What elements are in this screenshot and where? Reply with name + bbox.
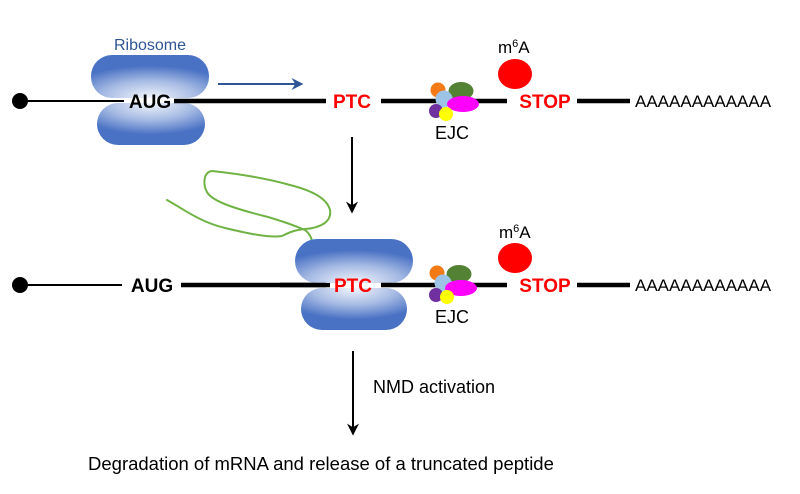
m6a-mark-icon [498,243,532,273]
m6a-label: m6A [498,38,530,57]
ribosome-icon [295,239,413,330]
top-mrna: Ribosome AUG PTC EJC m6A STOP AAAAAAAAAA… [12,37,772,145]
poly-a-tail-label: AAAAAAAAAAAA [635,92,772,111]
start-codon-label: AUG [131,276,173,297]
ribosome-large-subunit [91,55,209,98]
stop-codon-label: STOP [519,276,571,297]
m6a-mark-icon [498,59,532,89]
ejc-complex-icon [429,82,479,121]
ejc-purple-subunit [429,288,443,302]
ejc-label: EJC [435,123,469,143]
ribosome-small-subunit [301,288,407,330]
nmd-activation-label: NMD activation [373,377,495,397]
stop-codon-label: STOP [519,92,571,113]
ejc-complex-icon [429,265,477,304]
ribosome-label: Ribosome [114,37,186,54]
ejc-green-subunit [448,82,474,100]
ptc-label: PTC [334,276,372,297]
bottom-mrna: AUG PTC EJC m6A STOP AAAAAAAAAAAA [12,223,772,330]
ejc-yellow-subunit [440,290,454,304]
m6a-label: m6A [499,223,531,242]
truncated-peptide-curve [166,170,332,244]
ejc-green-subunit [446,265,472,283]
ejc-label: EJC [435,307,469,327]
poly-a-tail-label: AAAAAAAAAAAA [635,276,772,295]
ribosome-large-subunit [295,239,413,283]
ribosome-small-subunit [97,103,205,145]
ejc-magenta-subunit [447,96,479,112]
ribosome-icon [91,55,209,145]
ptc-label: PTC [333,92,371,113]
start-codon-label: AUG [129,92,171,113]
ejc-yellow-subunit [439,107,453,121]
ejc-magenta-subunit [445,280,477,296]
outcome-text: Degradation of mRNA and release of a tru… [88,453,554,474]
